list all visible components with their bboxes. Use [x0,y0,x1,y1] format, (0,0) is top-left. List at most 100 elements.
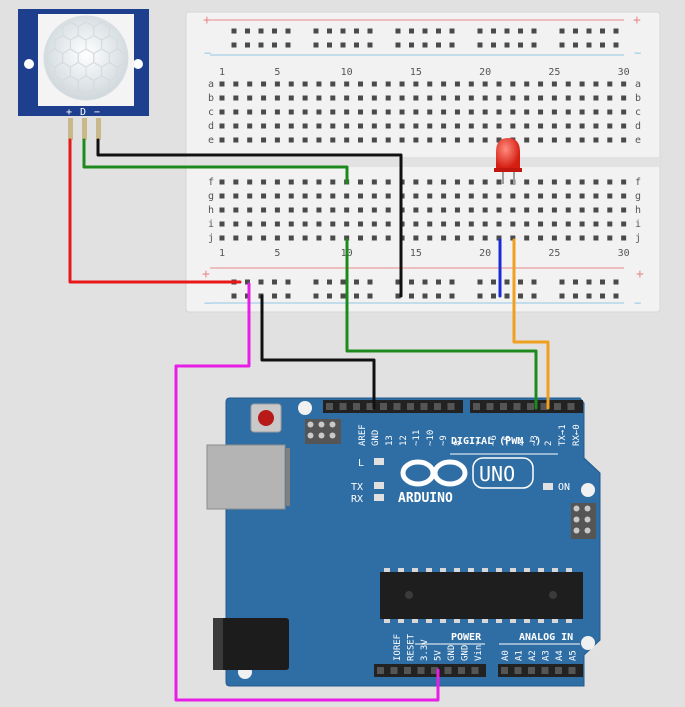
breadboard-hole[interactable] [551,193,557,199]
header-pin[interactable] [434,403,441,410]
icsp-pin[interactable] [573,505,580,512]
breadboard-hole[interactable] [524,109,530,115]
rail-hole[interactable] [313,279,319,285]
breadboard-hole[interactable] [607,109,613,115]
header-pin[interactable] [420,403,428,410]
breadboard-hole[interactable] [441,179,447,185]
breadboard-hole[interactable] [288,193,294,199]
header-pin[interactable] [417,667,425,674]
rail-hole[interactable] [586,28,592,34]
breadboard-hole[interactable] [385,109,391,115]
breadboard-hole[interactable] [482,137,488,143]
breadboard-hole[interactable] [288,137,294,143]
breadboard-hole[interactable] [247,221,253,227]
rail-hole[interactable] [436,279,441,285]
header-pin[interactable] [326,403,333,410]
rail-hole[interactable] [573,293,578,299]
breadboard-hole[interactable] [441,123,447,129]
header-pin[interactable] [554,403,561,410]
breadboard-hole[interactable] [344,109,350,115]
rail-hole[interactable] [272,28,277,34]
breadboard-hole[interactable] [330,179,336,185]
reset-button-cap[interactable] [258,410,274,426]
breadboard-hole[interactable] [607,179,613,185]
rail-hole[interactable] [504,28,510,34]
rail-hole[interactable] [559,279,565,285]
breadboard-hole[interactable] [621,207,627,213]
rail-hole[interactable] [231,42,237,48]
breadboard-hole[interactable] [621,95,627,101]
breadboard-hole[interactable] [441,221,447,227]
breadboard-hole[interactable] [427,81,433,87]
breadboard-hole[interactable] [593,179,599,185]
rail-hole[interactable] [327,28,332,34]
breadboard-hole[interactable] [510,81,516,87]
breadboard-hole[interactable] [427,109,433,115]
header-pin[interactable] [366,403,374,410]
breadboard-hole[interactable] [413,81,419,87]
breadboard-hole[interactable] [496,235,502,241]
rail-hole[interactable] [327,279,332,285]
rail-hole[interactable] [313,42,319,48]
icsp-pin[interactable] [573,516,580,523]
breadboard-hole[interactable] [579,137,585,143]
breadboard-hole[interactable] [538,193,544,199]
breadboard-hole[interactable] [413,193,419,199]
breadboard-hole[interactable] [565,123,571,129]
breadboard-hole[interactable] [385,193,391,199]
breadboard-hole[interactable] [593,123,599,129]
breadboard-hole[interactable] [510,235,516,241]
breadboard-hole[interactable] [330,235,336,241]
rail-hole[interactable] [395,279,401,285]
breadboard-hole[interactable] [482,95,488,101]
breadboard-hole[interactable] [454,81,460,87]
breadboard-hole[interactable] [468,109,474,115]
breadboard-hole[interactable] [316,207,322,213]
rail-hole[interactable] [586,293,592,299]
breadboard-hole[interactable] [579,95,585,101]
header-pin[interactable] [555,667,562,674]
breadboard-hole[interactable] [247,81,253,87]
breadboard-hole[interactable] [538,137,544,143]
breadboard-hole[interactable] [385,137,391,143]
breadboard-hole[interactable] [607,207,613,213]
breadboard-hole[interactable] [510,179,516,185]
breadboard-hole[interactable] [441,235,447,241]
breadboard-hole[interactable] [247,123,253,129]
breadboard-hole[interactable] [247,207,253,213]
breadboard-hole[interactable] [621,137,627,143]
breadboard-hole[interactable] [621,123,627,129]
breadboard-hole[interactable] [219,95,225,101]
breadboard-hole[interactable] [579,179,585,185]
header-pin[interactable] [407,403,414,410]
rail-hole[interactable] [600,279,605,285]
breadboard-hole[interactable] [371,179,377,185]
breadboard-hole[interactable] [302,123,308,129]
rail-hole[interactable] [491,42,496,48]
breadboard-hole[interactable] [524,207,530,213]
breadboard-hole[interactable] [454,235,460,241]
rail-hole[interactable] [504,42,510,48]
breadboard-hole[interactable] [621,81,627,87]
breadboard-hole[interactable] [371,137,377,143]
breadboard-hole[interactable] [344,123,350,129]
breadboard-hole[interactable] [579,221,585,227]
breadboard-hole[interactable] [247,95,253,101]
breadboard-hole[interactable] [496,207,502,213]
icsp-pin[interactable] [307,432,314,439]
rail-hole[interactable] [285,42,291,48]
rail-hole[interactable] [245,28,250,34]
breadboard-hole[interactable] [454,123,460,129]
wire-magenta-5v[interactable] [174,282,440,702]
breadboard-hole[interactable] [371,81,377,87]
breadboard-hole[interactable] [524,221,530,227]
rail-hole[interactable] [422,28,428,34]
rail-hole[interactable] [491,293,496,299]
rail-hole[interactable] [573,28,578,34]
breadboard-hole[interactable] [274,193,280,199]
breadboard-hole[interactable] [468,235,474,241]
breadboard-hole[interactable] [302,81,308,87]
breadboard-hole[interactable] [427,95,433,101]
breadboard-hole[interactable] [371,123,377,129]
rail-hole[interactable] [436,28,441,34]
